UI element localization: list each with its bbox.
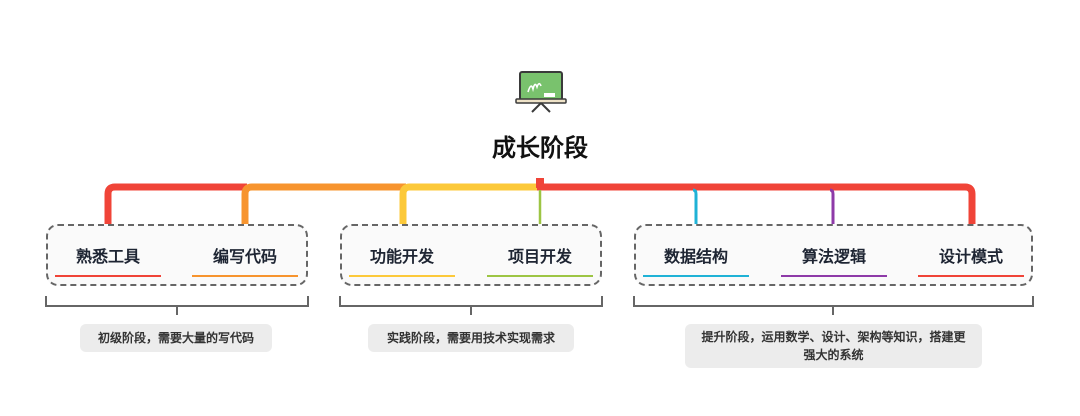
group-practice: [340, 224, 602, 286]
bracket-2: [339, 296, 603, 315]
node-label: 编写代码: [212, 247, 277, 266]
node-label: 数据结构: [663, 247, 728, 266]
group-note: 初级阶段，需要大量的写代码: [80, 324, 272, 352]
group-note: 提升阶段，运用数学、设计、架构等知识，搭建更强大的系统: [685, 324, 982, 368]
node-underline: [781, 275, 887, 277]
node-label: 熟悉工具: [75, 247, 140, 266]
node-underline: [192, 275, 298, 277]
branch-line-5: [692, 188, 698, 234]
branch-line-6: [829, 188, 835, 234]
branch-line-main: [537, 183, 976, 234]
node-underline: [55, 275, 161, 277]
group-note: 实践阶段，需要用技术实现需求: [368, 324, 574, 352]
node-underline: [349, 275, 455, 277]
bracket-3: [633, 296, 1034, 315]
node-label: 设计模式: [938, 247, 1003, 266]
node-label: 项目开发: [507, 247, 572, 266]
diagram-title: 成长阶段: [492, 134, 588, 162]
chalkboard-icon: [515, 71, 567, 113]
branch-line-1: [104, 183, 247, 234]
node-underline: [487, 275, 593, 277]
node-underline: [918, 275, 1024, 277]
branch-line-2: [241, 183, 406, 234]
bracket-1: [45, 296, 309, 315]
node-underline: [643, 275, 749, 277]
root-anchor: [536, 178, 544, 188]
node-label: 功能开发: [369, 247, 434, 266]
branch-line-3: [399, 183, 540, 234]
node-label: 算法逻辑: [801, 247, 866, 266]
